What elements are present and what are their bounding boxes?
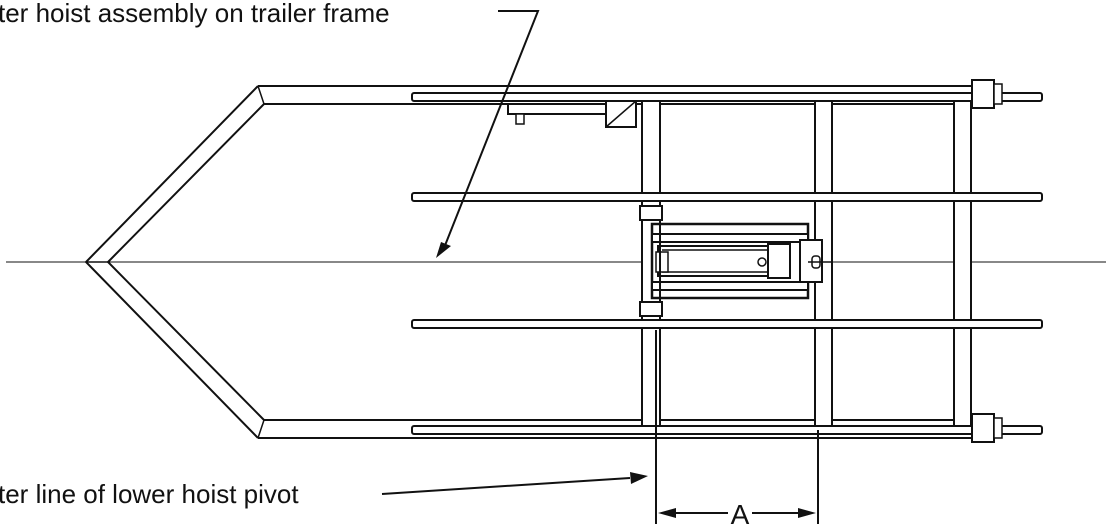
rear-hinge-top <box>971 79 1003 109</box>
cross-member-rear <box>953 95 972 435</box>
bottom-callout <box>381 472 648 495</box>
latch-bracket <box>507 100 637 128</box>
bed-slat-3 <box>411 319 1043 329</box>
bed-slat-1 <box>411 92 1043 102</box>
top-callout-label: ter hoist assembly on trailer frame <box>0 0 390 28</box>
dimension-a-label: A <box>731 499 750 527</box>
bottom-callout-label: ter line of lower hoist pivot <box>0 479 299 509</box>
dimension-a <box>655 330 819 524</box>
rear-hinge-bottom <box>971 413 1003 443</box>
bed-slat-2 <box>411 192 1043 202</box>
top-callout <box>436 10 540 258</box>
bed-slat-4 <box>411 425 1043 435</box>
trailer-tongue <box>84 85 265 439</box>
hoist-assembly <box>639 205 832 317</box>
